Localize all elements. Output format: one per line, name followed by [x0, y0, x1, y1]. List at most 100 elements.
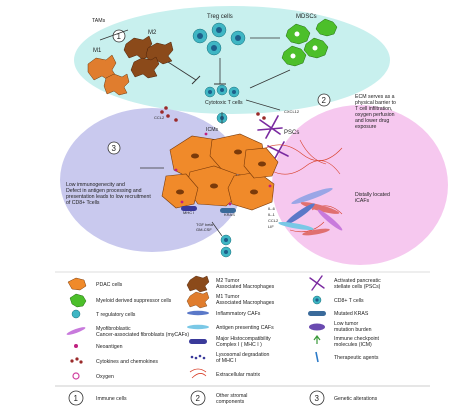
tmb-icon	[309, 323, 325, 331]
m2-inhibit-line	[167, 61, 197, 81]
therapeutic-icon	[315, 351, 319, 363]
m2-macrophage-icon	[186, 275, 210, 293]
m1-label: M1	[93, 48, 102, 54]
footer-2-circle	[190, 390, 206, 406]
mdsc-icon	[281, 18, 338, 67]
m2-macrophage-icon	[130, 56, 160, 79]
low-immuno-text-4: of CD8+ Tcells	[66, 200, 100, 206]
kras-icon	[308, 311, 326, 316]
legend-col2-icons	[186, 275, 210, 379]
cytokine-icon	[70, 357, 83, 364]
ecm-text-5: and lower drug	[355, 118, 389, 124]
cytotoxic-label: Cytotoxic T cells	[205, 100, 243, 106]
footer-2-number: 2	[196, 394, 201, 403]
legend-mhc-label-1: Major Histocompatibility	[216, 336, 271, 342]
legend-mycaf-label-2: Cancer-associated fibroblasts (myCAFs)	[96, 332, 189, 338]
region-2-number-circle	[317, 93, 331, 107]
icaf-label-1: Distally located	[355, 192, 390, 198]
legend-psc-label-2: stellate cells (PSCs)	[334, 284, 381, 290]
tgfb-label-2: GM-CSF	[196, 227, 212, 232]
cytokine-lif: LIF	[268, 224, 274, 229]
footer-3-circle	[309, 390, 325, 406]
low-immuno-text-2: Defect in antigen processing and	[66, 188, 142, 194]
legend-tmb-label-2: mutation burden	[334, 327, 372, 333]
kras-label: KRAS	[224, 212, 235, 217]
tgfb-label-1: TGF beta	[196, 222, 214, 227]
legend-apcaf-label: Antigen presenting CAFs	[216, 325, 274, 331]
legend-psc-label-1: Activated pancreatic	[334, 278, 381, 284]
icaf-icon	[187, 310, 209, 316]
legend-mycaf-label-1: Myofibroblastic	[96, 326, 131, 332]
apcaf-icon	[187, 324, 209, 330]
footer-2-label2: components	[216, 399, 245, 405]
legend-oxygen-label: Oxygen	[96, 374, 114, 380]
ecm-text-4: oxygen perfusion	[355, 112, 395, 118]
tams-label: TAMs	[92, 18, 106, 24]
legend-m1-label-2: Associated Macrophages	[216, 300, 275, 306]
legend-checkpoint-label-1: Immune checkpoint	[334, 336, 380, 342]
lysosome-icon	[190, 354, 206, 360]
legend-tmb-label-1: Low tumor	[334, 321, 358, 327]
immune-region	[74, 6, 390, 114]
legend-checkpoint-label-2: molecules (ICM)	[334, 342, 372, 348]
icaf-icon	[278, 187, 343, 236]
checkpoint-icon	[313, 335, 321, 344]
ecm-text-1: ECM serves as a	[355, 94, 395, 100]
legend-m1-label-1: M1 Tumor	[216, 294, 240, 300]
m1-macrophage-icon	[103, 73, 130, 96]
m1-macrophage-icon	[186, 291, 210, 309]
tumor-mass	[161, 133, 279, 211]
cytokine-ccl2: CCL2	[268, 218, 279, 223]
cd8-t-cell-icon	[220, 234, 232, 258]
cxcl12-inhibit-line	[245, 99, 281, 111]
treg-icon	[192, 22, 246, 56]
oxygen-icon	[72, 372, 80, 380]
region-3-number: 3	[112, 144, 117, 153]
mdsc-inhibit-line	[249, 69, 291, 89]
legend-icaf-label: Inflammatory CAFs	[216, 311, 261, 317]
mdscs-label: MDSCs	[296, 14, 317, 20]
icaf-label-2: iCAFs	[355, 198, 370, 204]
cytokine-il1: IL-1	[268, 212, 276, 217]
m1-to-m2-arrow	[99, 29, 129, 41]
footer-3-number: 3	[315, 394, 320, 403]
mycaf-icon	[66, 327, 86, 335]
ecm-text-2: physical barrier to	[355, 100, 396, 106]
legend-treg-label: T regulatory cells	[96, 312, 136, 318]
legend-lysosome-label-2: of MHC I	[216, 358, 236, 364]
neoantigen-icon	[74, 344, 78, 348]
legend-col1-icons	[66, 277, 87, 380]
psc-icon	[309, 275, 325, 291]
cytotoxic-t-cell-icon	[204, 84, 240, 124]
mhc-icon	[189, 339, 207, 344]
low-immuno-text-1: Low immunogenecity and	[66, 182, 125, 188]
region-2-number: 2	[322, 96, 327, 105]
legend-lysosome-label-1: Lysosomal degradation	[216, 352, 270, 358]
tumor-nuclei	[176, 149, 266, 195]
legend-neoantigen-label: Neoantigen	[96, 344, 123, 350]
cd8-icon	[312, 295, 322, 305]
legend-m2-label-1: M2 Tumor	[216, 278, 240, 284]
mhc-icon	[181, 206, 197, 211]
footer-2-label: Other stromal	[216, 393, 247, 399]
cytokine-il6: IL-6	[268, 206, 276, 211]
ecm-icon	[189, 368, 207, 379]
ecm-text-6: exposure	[355, 124, 376, 130]
pscs-label: PSCs	[284, 130, 299, 136]
legend-mhc-label-2: Complex I ( MHC I )	[216, 342, 262, 348]
cytokine-icon	[160, 106, 266, 122]
ccl2-label: CCL2	[154, 115, 165, 120]
treg-icon	[71, 309, 81, 319]
m2-inhibit-bar	[191, 75, 201, 85]
pdac-cell-icon	[67, 277, 87, 291]
region-3-number-circle	[107, 141, 121, 155]
m1-macrophage-icon	[87, 54, 117, 81]
stroma-region	[272, 105, 448, 265]
ecm-text-3: T cell infiltration,	[355, 106, 392, 112]
legend-ecm-label: Extracellular matrix	[216, 372, 261, 378]
region-1-number: 1	[117, 32, 122, 41]
legend-col3-icons	[308, 275, 326, 363]
region-1-number-circle	[112, 29, 126, 43]
